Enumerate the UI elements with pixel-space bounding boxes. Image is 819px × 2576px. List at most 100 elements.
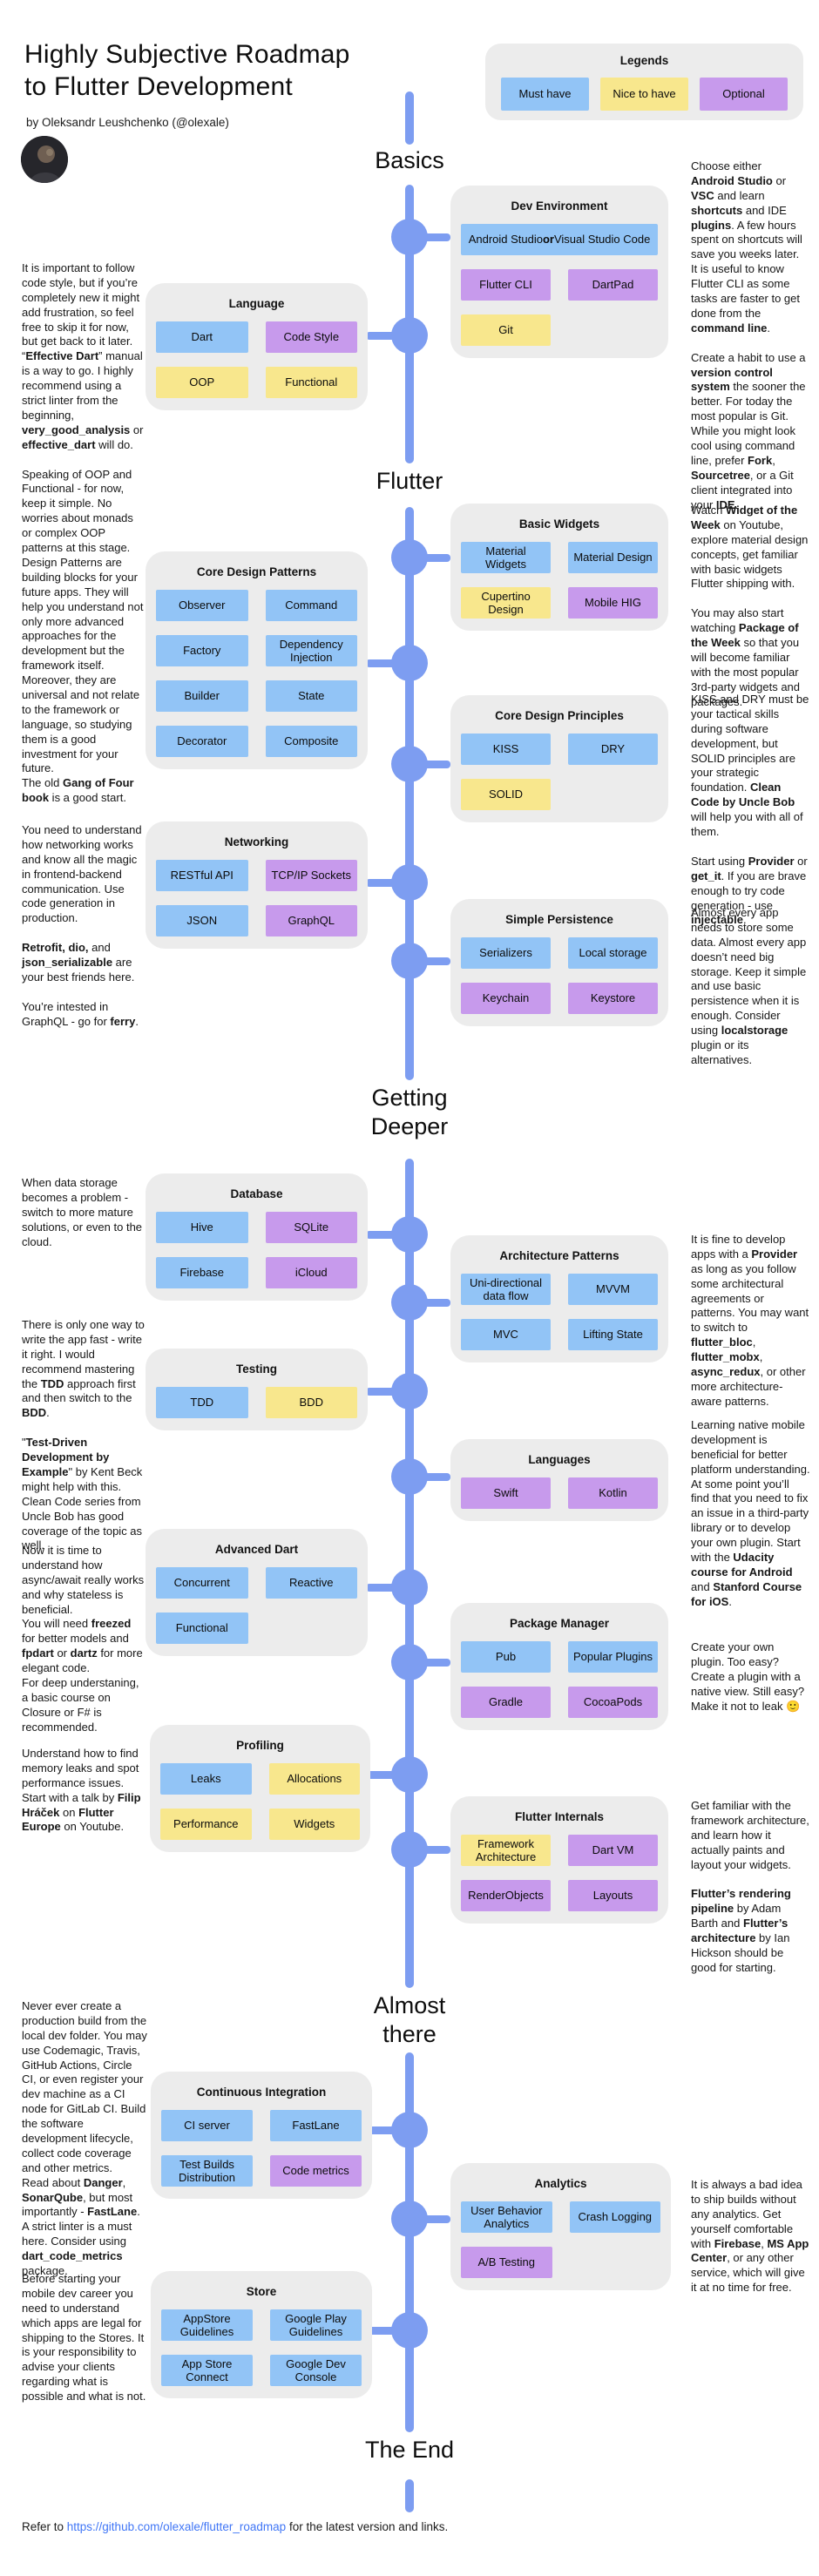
- chip-layouts: Layouts: [568, 1880, 658, 1911]
- timeline-node-flutter-internals: [391, 1831, 428, 1868]
- chip-allocations: Allocations: [268, 1763, 360, 1795]
- chip-app-store-connect: App Store Connect: [161, 2355, 253, 2386]
- chip-fastlane: FastLane: [270, 2110, 362, 2141]
- chip-state: State: [265, 680, 357, 712]
- note-languages-paragraph-0: Learning native mobile development is be…: [691, 1418, 810, 1608]
- chip-factory: Factory: [156, 635, 248, 666]
- timeline-node-basic-widgets: [391, 539, 428, 576]
- note-advanced-dart: Now it is time to understand how async/a…: [22, 1544, 146, 1735]
- chip-hive: Hive: [156, 1212, 248, 1243]
- timeline-segment-4: [405, 2052, 414, 2432]
- chip-android-studio-or-visual-studio-code: Android Studio or Visual Studio Code: [461, 224, 658, 255]
- chip-swift: Swift: [461, 1477, 551, 1509]
- chip-framework-architecture: Framework Architecture: [461, 1835, 551, 1866]
- chip-git: Git: [461, 314, 551, 346]
- timeline-node-analytics: [391, 2201, 428, 2237]
- footer-text-suffix: for the latest version and links.: [286, 2520, 449, 2533]
- chip-mvvm: MVVM: [568, 1274, 658, 1305]
- note-dev-environment: Choose either Android Studio or VSC and …: [691, 159, 807, 512]
- footer-link[interactable]: https://github.com/olexale/flutter_roadm…: [66, 2520, 287, 2533]
- note-basic-widgets-paragraph-0: Watch Widget of the Week on Youtube, exp…: [691, 504, 809, 591]
- chip-functional: Functional: [265, 367, 357, 398]
- timeline-connector-continuous-integration: [366, 2126, 410, 2134]
- note-testing-paragraph-1: "Test-Driven Development by Example" by …: [22, 1436, 143, 1552]
- note-core-design-patterns-paragraph-0: Design Patterns are building blocks for …: [22, 556, 144, 805]
- page-title: Highly Subjective Roadmap to Flutter Dev…: [24, 40, 350, 101]
- chip-keystore: Keystore: [568, 983, 658, 1014]
- note-profiling-paragraph-0: Understand how to find memory leaks and …: [22, 1747, 141, 1834]
- note-simple-persistence-paragraph-0: Almost every app needs to store some dat…: [691, 906, 807, 1066]
- chip-json: JSON: [156, 905, 248, 936]
- timeline-node-core-design-patterns: [391, 645, 428, 681]
- timeline-node-testing: [391, 1373, 428, 1410]
- chip-material-design: Material Design: [568, 542, 658, 573]
- note-architecture-patterns-paragraph-0: It is fine to develop apps with a Provid…: [691, 1233, 809, 1408]
- chip-command: Command: [265, 590, 357, 621]
- note-flutter-internals-paragraph-1: Flutter’s rendering pipeline by Adam Bar…: [691, 1887, 791, 1974]
- note-networking-paragraph-2: You’re intested in GraphQL - go for ferr…: [22, 999, 139, 1028]
- milestone-basics: Basics: [375, 147, 444, 173]
- group-title-flutter-internals: Flutter Internals: [514, 1810, 604, 1823]
- chip-dry: DRY: [568, 734, 658, 765]
- timeline-connector-flutter-internals: [410, 1846, 450, 1854]
- chip-lifting-state: Lifting State: [568, 1319, 658, 1350]
- note-networking-paragraph-1: Retrofit, dio, and json_serializable are…: [22, 941, 135, 984]
- note-dev-environment-paragraph-0: Choose either Android Studio or VSC and …: [691, 159, 802, 335]
- chip-code-style: Code Style: [265, 321, 357, 353]
- note-database: When data storage becomes a problem - sw…: [22, 1176, 148, 1249]
- chip-builder: Builder: [156, 680, 248, 712]
- timeline-segment-0: [405, 91, 414, 145]
- chip-firebase: Firebase: [156, 1257, 248, 1288]
- footer-text-prefix: Refer to: [22, 2520, 67, 2533]
- timeline-segment-2: [405, 507, 414, 1080]
- group-title-package-manager: Package Manager: [509, 1617, 610, 1630]
- milestone-getting-deeper: Getting Deeper: [370, 1085, 449, 1139]
- group-title-database: Database: [230, 1187, 283, 1200]
- note-simple-persistence: Almost every app needs to store some dat…: [691, 906, 810, 1068]
- note-flutter-internals-paragraph-0: Get familiar with the framework architec…: [691, 1799, 809, 1871]
- chip-observer: Observer: [156, 590, 248, 621]
- chip-a-b-testing: A/B Testing: [461, 2247, 552, 2278]
- timeline-node-dev-environment: [391, 219, 428, 255]
- note-core-design-principles-paragraph-0: KISS and DRY must be your tactical skill…: [691, 693, 809, 839]
- note-profiling: Understand how to find memory leaks and …: [22, 1747, 146, 1835]
- legend-chip-optional: Optional: [700, 78, 788, 111]
- note-analytics: It is always a bad idea to ship builds w…: [691, 2178, 813, 2295]
- chip-restful-api: RESTful API: [156, 860, 248, 891]
- chip-tdd: TDD: [156, 1387, 248, 1418]
- timeline-node-simple-persistence: [391, 943, 428, 979]
- chip-performance: Performance: [160, 1809, 252, 1840]
- timeline-connector-languages: [410, 1473, 450, 1481]
- group-title-core-design-principles: Core Design Principles: [495, 709, 624, 722]
- legend-title: Legends: [619, 54, 669, 67]
- chip-serializers: Serializers: [461, 937, 551, 969]
- chip-kotlin: Kotlin: [568, 1477, 658, 1509]
- group-title-networking: Networking: [224, 835, 289, 849]
- milestone-almost-there: Almost there: [373, 1992, 446, 2047]
- chip-flutter-cli: Flutter CLI: [461, 269, 551, 301]
- author-avatar: [21, 136, 68, 183]
- chip-uni-directional-data-flow: Uni-directional data flow: [461, 1274, 551, 1305]
- note-networking: You need to understand how networking wo…: [22, 823, 146, 1030]
- chip-solid: SOLID: [461, 779, 551, 810]
- chip-appstore-guidelines: AppStore Guidelines: [161, 2309, 253, 2341]
- chip-gradle: Gradle: [461, 1687, 551, 1718]
- note-core-design-principles: KISS and DRY must be your tactical skill…: [691, 693, 810, 928]
- chip-tcp-ip-sockets: TCP/IP Sockets: [265, 860, 357, 891]
- group-title-architecture-patterns: Architecture Patterns: [499, 1249, 619, 1262]
- chip-dependency-injection: Dependency Injection: [265, 635, 357, 666]
- timeline-connector-core-design-patterns: [366, 659, 410, 667]
- chip-dartpad: DartPad: [568, 269, 658, 301]
- timeline-connector-basic-widgets: [410, 554, 450, 562]
- note-core-design-patterns: Design Patterns are building blocks for …: [22, 556, 150, 806]
- group-title-basic-widgets: Basic Widgets: [518, 517, 600, 531]
- chip-composite: Composite: [265, 726, 357, 757]
- timeline-segment-5: [405, 2479, 414, 2512]
